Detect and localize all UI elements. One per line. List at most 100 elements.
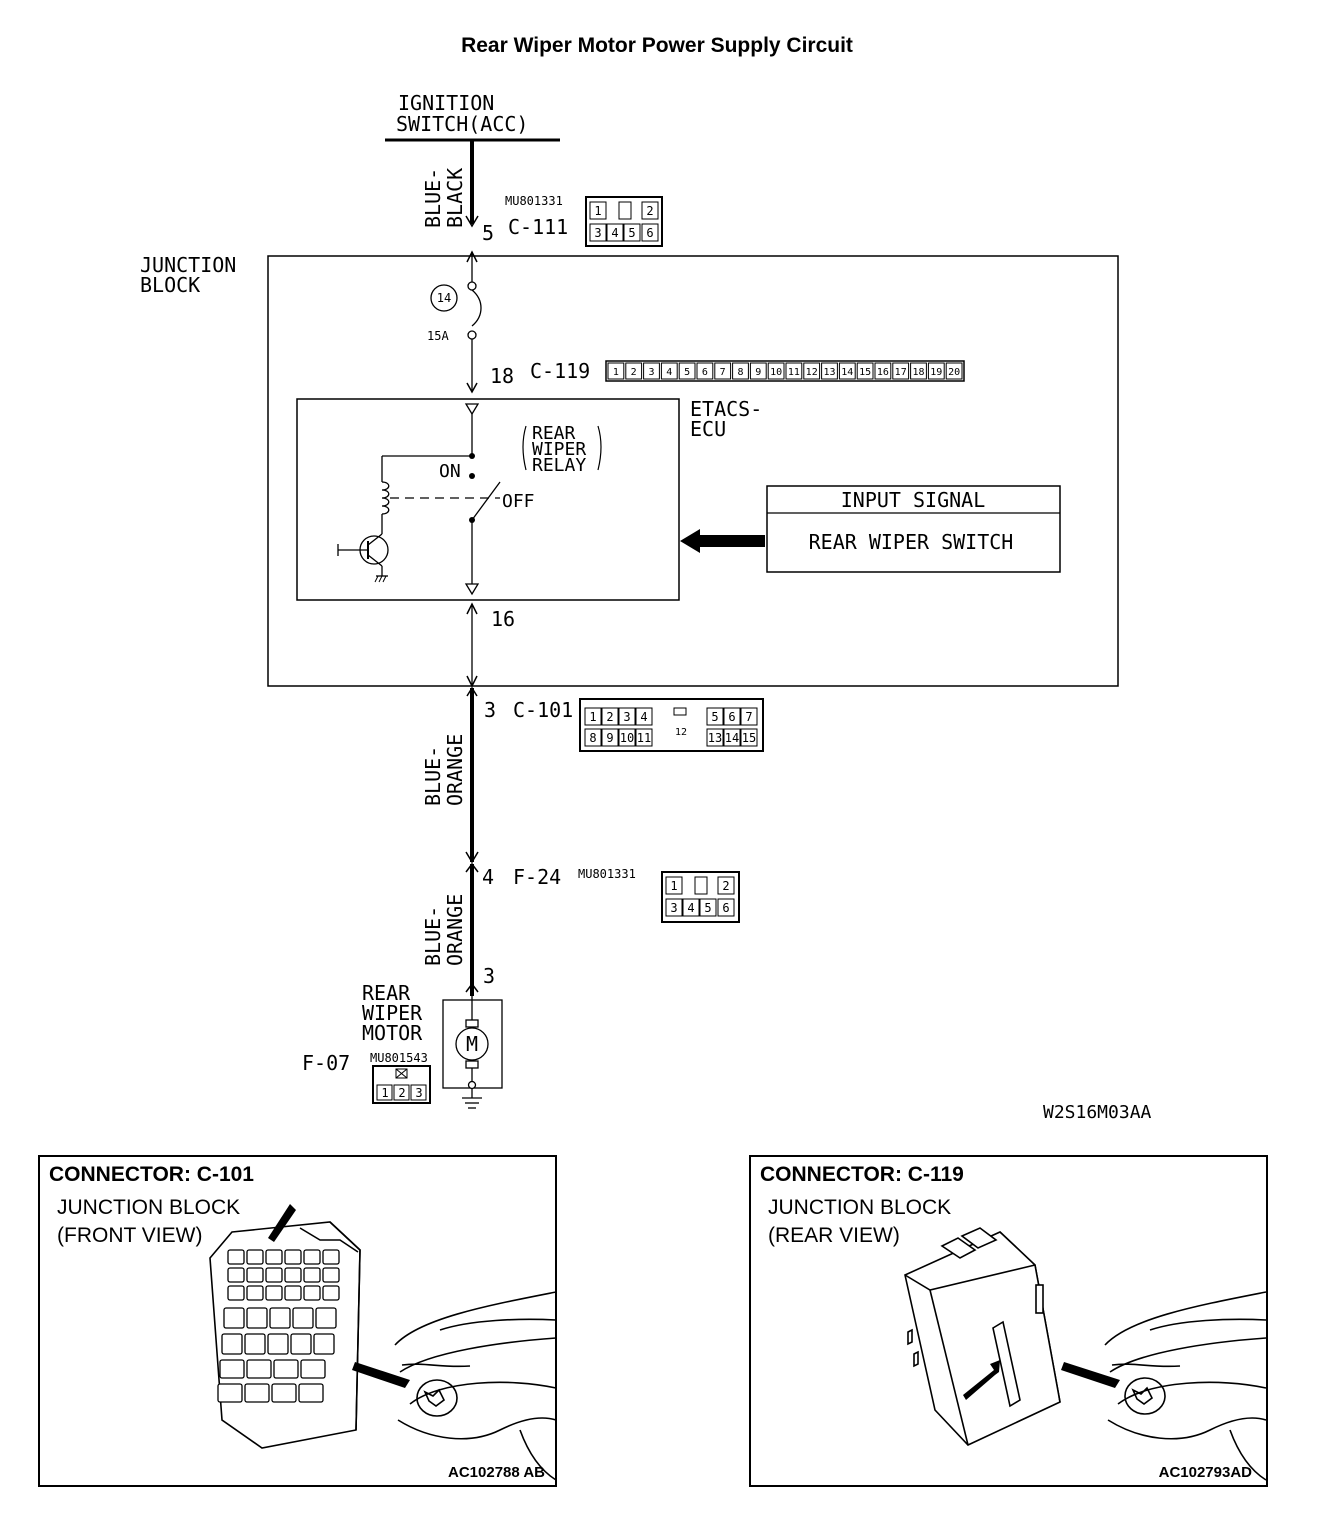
fuse-slot (284, 1249, 302, 1265)
arrow-down-icon (465, 851, 479, 864)
c101-cell (618, 728, 636, 747)
c119-cell-label: 4 (666, 367, 672, 378)
c119-cell (607, 362, 625, 380)
relay-off-label: OFF (502, 491, 535, 512)
c119-cell-label: 18 (912, 367, 924, 378)
fuse-slot (227, 1285, 245, 1301)
c119-cell (749, 362, 767, 380)
fuse-slot (273, 1359, 299, 1379)
relay-bracket-right (597, 425, 602, 471)
c119-cell-label: 11 (788, 367, 800, 378)
fuse-icon (471, 289, 482, 327)
c119-cell-label: 8 (737, 367, 743, 378)
c101-cell (740, 707, 758, 726)
c101-cell (706, 728, 724, 747)
fuse-slot (265, 1249, 283, 1265)
arrow-down-icon (466, 675, 478, 688)
c101-connector-icon: 12 (579, 698, 764, 752)
svg-text:6: 6 (722, 901, 729, 915)
fuse-slot (290, 1333, 312, 1355)
wire-bot-color-1: BLUE- (421, 906, 445, 966)
fuse-slot (303, 1249, 321, 1265)
fuse-slot (246, 1267, 264, 1283)
svg-text:6: 6 (646, 226, 653, 240)
c119-cell-label: 14 (841, 367, 853, 378)
c101-pin: 3 (484, 698, 496, 722)
c101-cell-label: 3 (623, 710, 630, 724)
c119-cell-label: 12 (806, 367, 818, 378)
fuse-slot (298, 1383, 324, 1403)
arrow-down-icon (464, 583, 480, 596)
c101-cell (584, 728, 602, 747)
c101-cell-label: 1 (589, 710, 596, 724)
fuse-slot (244, 1333, 266, 1355)
fuse-slot (227, 1267, 245, 1283)
c119-cell (910, 362, 927, 380)
c101-cell (740, 728, 758, 747)
fuse-slot (322, 1285, 340, 1301)
c101-cell-label: 6 (728, 710, 735, 724)
motor-label-3: MOTOR (362, 1021, 423, 1045)
fuse-slot (223, 1307, 245, 1329)
relay-label-2: WIPER (532, 439, 586, 460)
c119-cell (678, 362, 696, 380)
input-arrow-icon (680, 529, 765, 553)
c101-cell (601, 707, 619, 726)
c119-cell (892, 362, 910, 380)
c119-cell (874, 362, 892, 380)
c119-cell-label: 15 (859, 367, 871, 378)
panel-left-line1: JUNCTION BLOCK (57, 1196, 240, 1219)
svg-text:3: 3 (415, 1086, 422, 1100)
relay-label-3: RELAY (532, 455, 586, 476)
c101-cell (601, 728, 619, 747)
c119-cell (856, 362, 874, 380)
svg-text:2: 2 (398, 1086, 405, 1100)
c101-cell-label: 9 (606, 731, 613, 745)
c101-cell (723, 707, 741, 726)
ground-icon (462, 1097, 482, 1109)
fuse-slot (267, 1333, 289, 1355)
junction-block-label-2: BLOCK (140, 273, 200, 297)
svg-text:4: 4 (611, 226, 618, 240)
fuse-number: 14 (437, 291, 451, 305)
svg-text:5: 5 (628, 226, 635, 240)
input-signal-box (766, 485, 1061, 573)
c101-cell-label: 11 (637, 731, 651, 745)
c119-cell-label: 17 (895, 367, 907, 378)
ignition-label-2: SWITCH(ACC) (396, 112, 528, 136)
c119-cell-label: 19 (930, 367, 942, 378)
c119-cell-label: 2 (631, 367, 637, 378)
dashboard-illustration (394, 1291, 557, 1481)
fuse-slot (284, 1267, 302, 1283)
page-title: Rear Wiper Motor Power Supply Circuit (461, 34, 853, 57)
c101-cell-label: 14 (725, 731, 739, 745)
fuse-slot (246, 1249, 264, 1265)
fuse-slot (322, 1249, 340, 1265)
c111-name: C-111 (508, 215, 568, 239)
c101-cell (635, 728, 653, 747)
relay-on-label: ON (439, 461, 461, 482)
c119-cell (785, 362, 803, 380)
wire-mid-color-1: BLUE- (421, 746, 445, 806)
junction-block-frame (267, 255, 1119, 687)
c119-cell (838, 362, 856, 380)
arrow-down-icon (466, 382, 478, 394)
svg-text:4: 4 (687, 901, 694, 915)
c119-cell (803, 362, 821, 380)
f24-pin: 4 (482, 865, 494, 889)
c101-cell-label: 8 (589, 731, 596, 745)
c101-cell-label: 10 (620, 731, 634, 745)
relay-label-1: REAR (532, 423, 576, 444)
c119-cell-label: 1 (613, 367, 619, 378)
f07-part: MU801543 (370, 1051, 428, 1065)
c119-cell (945, 362, 963, 380)
junction-block-label-1: JUNCTION (140, 253, 236, 277)
c119-cell-label: 9 (755, 367, 761, 378)
pointer-arrow-icon (1061, 1362, 1120, 1388)
wire-top-color-1: BLUE- (421, 168, 445, 228)
dashboard-illustration (1104, 1291, 1267, 1481)
c101-cell-label: 15 (742, 731, 756, 745)
svg-text:3: 3 (670, 901, 677, 915)
